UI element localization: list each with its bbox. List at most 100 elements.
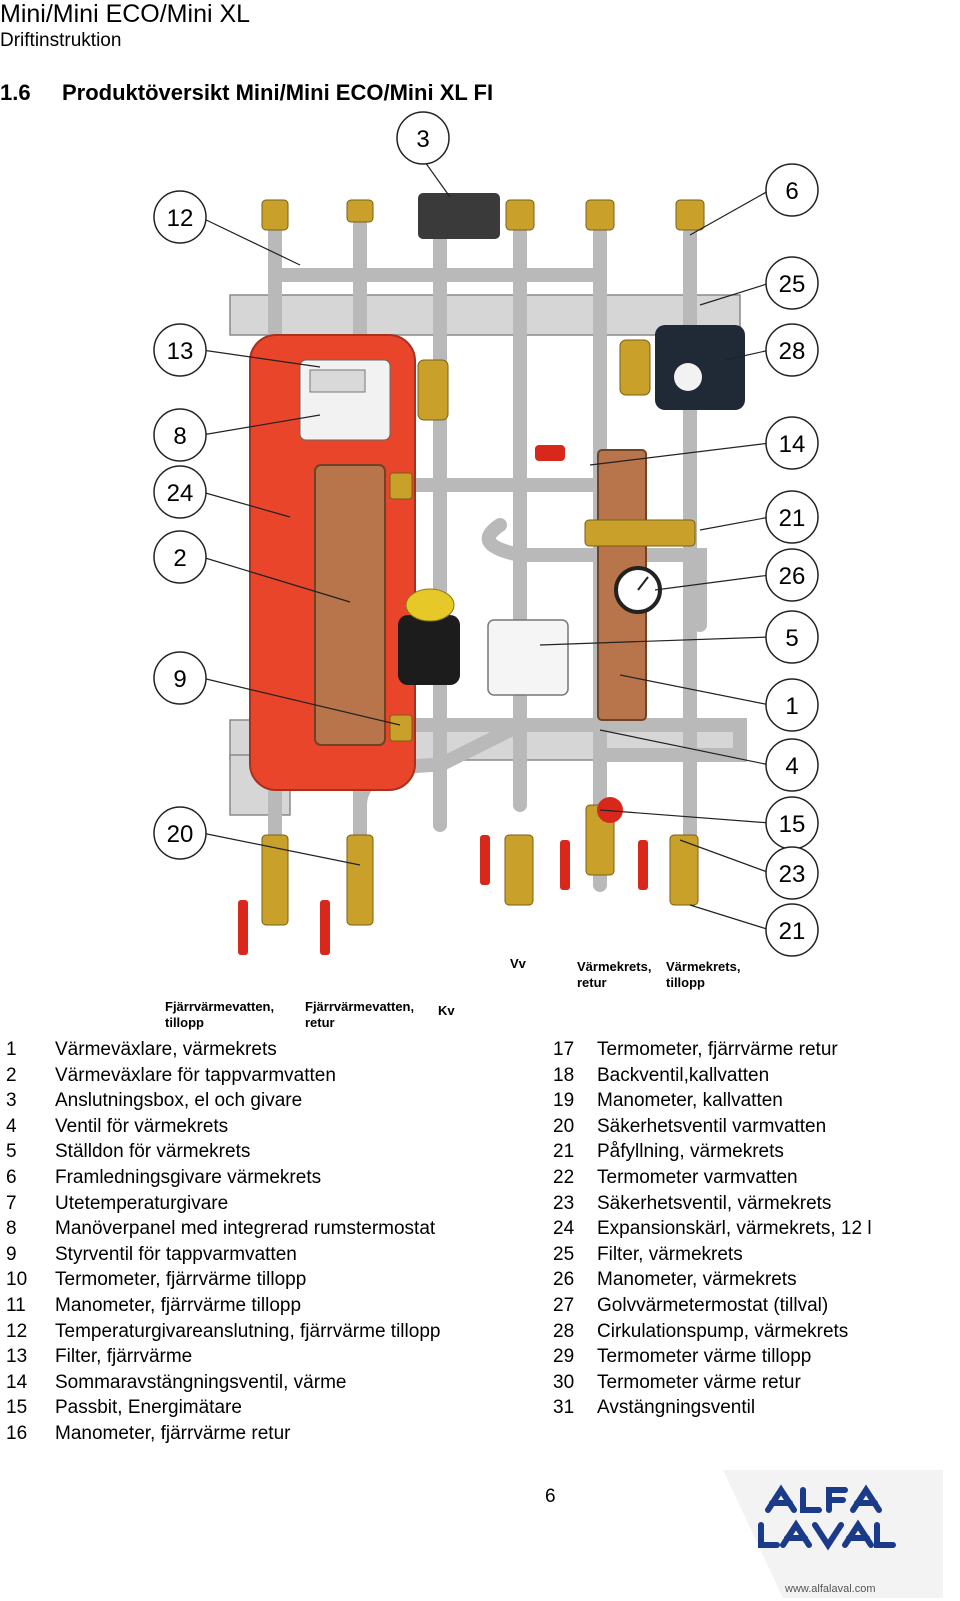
connection-box <box>418 193 500 239</box>
legend-item-number: 26 <box>553 1269 575 1291</box>
legend-item-text: Golvvärmetermostat (tillval) <box>597 1294 829 1316</box>
callouts-right: 6 25 28 14 21 26 5 1 4 15 23 21 <box>765 163 819 957</box>
callout-leaders <box>199 161 771 931</box>
legend-item-number: 9 <box>6 1243 17 1265</box>
control-valve-tap-water <box>398 615 460 685</box>
label-vk-retur: Värmekrets, <box>577 959 651 974</box>
svg-text:21: 21 <box>779 918 806 945</box>
legend-item-number: 13 <box>6 1346 28 1368</box>
actuator-heating <box>487 619 569 696</box>
legend-item-number: 31 <box>553 1397 575 1419</box>
legend-item: 23 Säkerhetsventil, värmekrets <box>553 1191 953 1217</box>
legend-item-text: Termometer varmvatten <box>597 1166 798 1188</box>
legend-item-text: Anslutningsbox, el och givare <box>55 1090 303 1112</box>
svg-text:15: 15 <box>779 811 806 838</box>
legend-item-text: Ventil för värmekrets <box>55 1115 229 1137</box>
svg-text:21: 21 <box>779 505 806 532</box>
legend-item-text: Säkerhetsventil, värmekrets <box>597 1192 832 1214</box>
svg-text:5: 5 <box>785 625 798 652</box>
legend-item-number: 15 <box>6 1397 28 1419</box>
control-valve-cap <box>405 588 455 622</box>
product-overview-figure: 12 13 8 24 2 9 20 3 6 25 28 14 21 26 5 1… <box>153 111 819 1030</box>
callout-9: 9 <box>153 651 207 705</box>
legend-item-number: 6 <box>6 1166 17 1188</box>
label-fjv-tillopp-2: tillopp <box>165 1015 204 1030</box>
svg-text:6: 6 <box>785 178 798 205</box>
legend-item-number: 5 <box>6 1141 17 1163</box>
legend-item-number: 25 <box>553 1243 575 1265</box>
legend-item-number: 24 <box>553 1218 575 1240</box>
callout-13: 13 <box>153 323 207 377</box>
legend-item-number: 20 <box>553 1115 575 1137</box>
legend-item-text: Framledningsgivare värmekrets <box>55 1166 322 1188</box>
legend-item-text: Värmeväxlare, värmekrets <box>55 1039 277 1060</box>
callout-1: 1 <box>765 678 819 732</box>
legend-item-number: 29 <box>553 1346 575 1368</box>
svg-text:24: 24 <box>167 480 194 507</box>
legend-item-number: 19 <box>553 1090 575 1112</box>
callout-21: 21 <box>765 490 819 544</box>
legend-item: 6 Framledningsgivare värmekrets <box>0 1165 540 1191</box>
legend-item-number: 23 <box>553 1192 575 1214</box>
connection-labels: Fjärrvärmevatten, tillopp Fjärrvärmevatt… <box>165 956 740 1030</box>
legend-item: 12 Temperaturgivareanslutning, fjärrvärme… <box>0 1319 540 1345</box>
callout-8: 8 <box>153 408 207 462</box>
callout-3: 3 <box>396 111 450 165</box>
label-fjv-tillopp: Fjärrvärmevatten, <box>165 999 274 1014</box>
legend-item-number: 17 <box>553 1039 575 1060</box>
svg-text:3: 3 <box>416 126 429 153</box>
callout-6: 6 <box>765 163 819 217</box>
legend-item-text: Avstängningsventil <box>597 1397 756 1419</box>
callout-21b: 21 <box>765 903 819 957</box>
legend-item-number: 22 <box>553 1166 575 1188</box>
label-fjv-retur: Fjärrvärmevatten, <box>305 999 414 1014</box>
callout-26: 26 <box>765 548 819 602</box>
legend-item: 4 Ventil för värmekrets <box>0 1114 540 1140</box>
legend-item-text: Värmeväxlare för tappvarmvatten <box>55 1064 336 1086</box>
callout-25: 25 <box>765 256 819 310</box>
legend-item-text: Passbit, Energimätare <box>55 1397 242 1419</box>
legend-item-number: 16 <box>6 1422 28 1444</box>
legend-item-text: Temperaturgivareanslutning, fjärrvärme t… <box>55 1320 441 1342</box>
circulation-pump <box>655 325 745 410</box>
legend-item-number: 4 <box>6 1115 17 1137</box>
legend-item-number: 14 <box>6 1371 28 1393</box>
document-title: Mini/Mini ECO/Mini XL <box>0 0 251 28</box>
legend-item-text: Backventil,kallvatten <box>597 1064 770 1086</box>
legend-item-number: 2 <box>6 1064 17 1086</box>
pump-rotor-icon <box>674 363 702 391</box>
legend-item-number: 18 <box>553 1064 575 1086</box>
label-fjv-retur-2: retur <box>305 1015 335 1030</box>
legend-item-text: Manometer, fjärrvärme tillopp <box>55 1294 302 1316</box>
callout-28: 28 <box>765 323 819 377</box>
callout-14: 14 <box>765 416 819 470</box>
label-vk-tillopp-2: tillopp <box>666 975 705 990</box>
svg-text:2: 2 <box>173 545 186 572</box>
legend-item-number: 12 <box>6 1320 28 1342</box>
svg-text:13: 13 <box>167 338 194 365</box>
callout-4: 4 <box>765 738 819 792</box>
legend-item-text: Termometer, fjärrvärme tillopp <box>55 1269 307 1291</box>
legend-item-text: Filter, fjärrvärme <box>55 1346 193 1368</box>
heat-exchanger-tap-water <box>314 464 386 746</box>
svg-text:25: 25 <box>779 271 806 298</box>
label-vk-tillopp: Värmekrets, <box>666 959 740 974</box>
valve-handles <box>238 445 648 955</box>
svg-text:20: 20 <box>167 821 194 848</box>
control-panel-display <box>309 369 366 393</box>
footer-url: www.alfalaval.com <box>785 1583 876 1595</box>
section-title: Produktöversikt Mini/Mini ECO/Mini XL FI <box>62 80 494 105</box>
legend-item: 13 Filter, fjärrvärme <box>0 1344 540 1370</box>
legend-item-text: Manöverpanel med integrerad rumstermosta… <box>55 1218 436 1240</box>
